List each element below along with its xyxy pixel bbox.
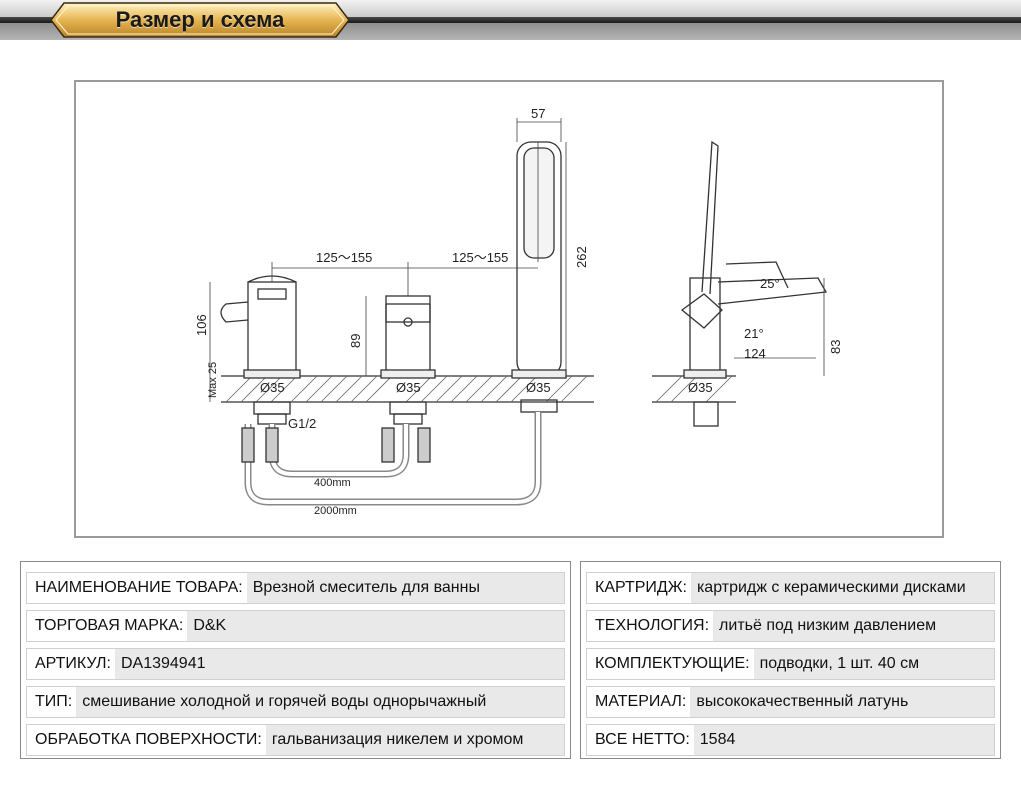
- dim-g12: G1/2: [288, 416, 316, 431]
- dim-400mm: 400mm: [314, 477, 351, 489]
- dim-83: 83: [828, 340, 843, 354]
- faucet-scheme: 125～155 125～155 57 262 106 89 Max 25 Ø35…: [194, 106, 843, 517]
- header-stripe: [0, 17, 1021, 23]
- spec-row-product-name: НАИМЕНОВАНИЕ ТОВАРА: Врезной смеситель д…: [26, 572, 565, 604]
- spec-label: ТЕХНОЛОГИЯ:: [587, 611, 714, 641]
- technical-drawing: 125～155 125～155 57 262 106 89 Max 25 Ø35…: [74, 80, 944, 538]
- dim-89: 89: [348, 334, 363, 348]
- dim-o35-left: Ø35: [260, 380, 285, 395]
- spec-value: DA1394941: [120, 655, 206, 672]
- dim-125-155-right: 125～155: [452, 250, 508, 265]
- spec-row-surface: ОБРАБОТКА ПОВЕРХНОСТИ: гальванизация ник…: [26, 724, 565, 756]
- dim-o35-side: Ø35: [688, 380, 713, 395]
- spec-value: литьё под низким давлением: [719, 617, 937, 634]
- dim-106: 106: [194, 314, 209, 336]
- spec-row-cartridge: КАРТРИДЖ: картридж с керамическими диска…: [586, 572, 995, 604]
- spec-row-net-weight: ВСЕ НЕТТО: 1584: [586, 724, 995, 756]
- spec-value: смешивание холодной и горячей воды однор…: [82, 693, 487, 710]
- dim-125-155-left: 125～155: [316, 250, 372, 265]
- spec-row-components: КОМПЛЕКТУЮЩИЕ: подводки, 1 шт. 40 см: [586, 648, 995, 680]
- spec-label: КАРТРИДЖ:: [587, 573, 691, 603]
- spec-value: D&K: [193, 617, 227, 634]
- dim-25-degrees: 25°: [760, 276, 780, 291]
- spec-label: МАТЕРИАЛ:: [587, 687, 691, 717]
- dim-o35-shower: Ø35: [526, 380, 551, 395]
- dim-21-degrees: 21°: [744, 326, 764, 341]
- spec-label: КОМПЛЕКТУЮЩИЕ:: [587, 649, 754, 679]
- spec-value: картридж с керамическими дисками: [696, 579, 966, 596]
- spec-value: высококачественный латунь: [696, 693, 909, 710]
- title-badge: [50, 2, 350, 38]
- spec-value: подводки, 1 шт. 40 см: [759, 655, 920, 672]
- spec-label: АРТИКУЛ:: [27, 649, 115, 679]
- spec-label: ОБРАБОТКА ПОВЕРХНОСТИ:: [27, 725, 266, 755]
- spec-value: гальванизация никелем и хромом: [271, 731, 524, 748]
- spec-row-article: АРТИКУЛ: DA1394941: [26, 648, 565, 680]
- dim-max-25: Max 25: [207, 362, 219, 398]
- spec-value: Врезной смеситель для ванны: [252, 579, 480, 596]
- dim-2000mm: 2000mm: [314, 505, 357, 517]
- dim-o35-middle: Ø35: [396, 380, 421, 395]
- dim-124: 124: [744, 346, 766, 361]
- dim-57: 57: [531, 106, 545, 121]
- spec-label: ТИП:: [27, 687, 77, 717]
- page-title: Размер и схема: [115, 7, 285, 32]
- spec-value: 1584: [699, 731, 736, 748]
- spec-row-material: МАТЕРИАЛ: высококачественный латунь: [586, 686, 995, 718]
- spec-label: НАИМЕНОВАНИЕ ТОВАРА:: [27, 573, 247, 603]
- spec-table-right: КАРТРИДЖ: картридж с керамическими диска…: [580, 561, 1001, 759]
- spec-row-technology: ТЕХНОЛОГИЯ: литьё под низким давлением: [586, 610, 995, 642]
- spec-row-type: ТИП: смешивание холодной и горячей воды …: [26, 686, 565, 718]
- spec-row-brand: ТОРГОВАЯ МАРКА: D&K: [26, 610, 565, 642]
- spec-label: ТОРГОВАЯ МАРКА:: [27, 611, 188, 641]
- spec-label: ВСЕ НЕТТО:: [587, 725, 694, 755]
- spec-table-left: НАИМЕНОВАНИЕ ТОВАРА: Врезной смеситель д…: [20, 561, 571, 759]
- dim-262: 262: [574, 246, 589, 268]
